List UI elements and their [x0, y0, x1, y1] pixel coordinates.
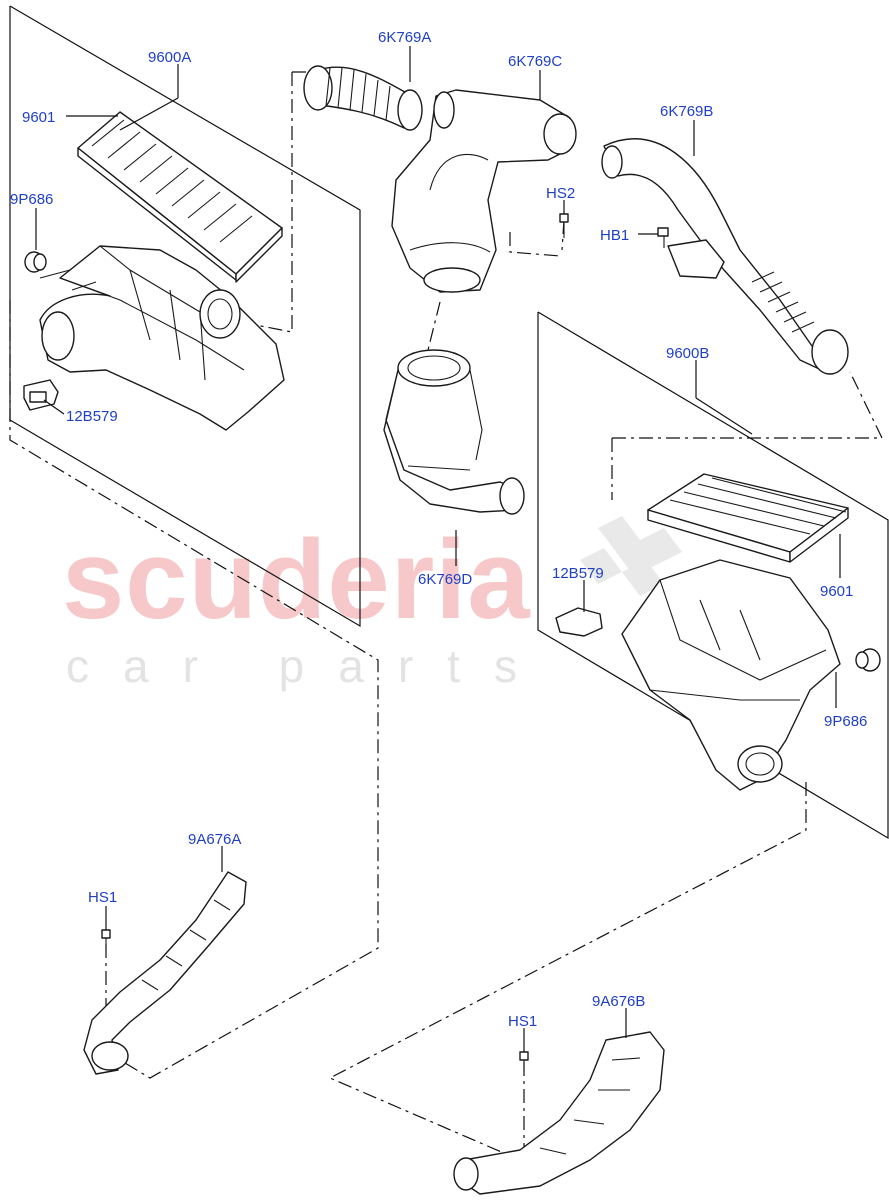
callout-12b579-right[interactable]: 12B579 — [552, 565, 604, 582]
callout-12b579-left[interactable]: 12B579 — [66, 408, 118, 425]
left-air-cleaner-housing[interactable] — [39, 245, 285, 431]
checker-flag-icon — [580, 516, 682, 596]
callout-9600a[interactable]: 9600A — [148, 49, 191, 66]
air-intake-duct-9a676b[interactable] — [453, 1031, 665, 1195]
right-air-cleaner-housing[interactable] — [621, 559, 841, 791]
left-assembly-frame — [9, 5, 361, 628]
callout-9p686-right[interactable]: 9P686 — [824, 713, 867, 730]
watermark-main: scuderia — [62, 517, 531, 642]
callout-9601-left[interactable]: 9601 — [22, 109, 55, 126]
screw-hs1-left[interactable] — [101, 929, 111, 950]
callout-9601-right[interactable]: 9601 — [820, 583, 853, 600]
right-sensor-12b579[interactable] — [555, 607, 603, 637]
right-air-filter-element[interactable] — [647, 473, 849, 563]
duct-6k769a[interactable] — [303, 65, 423, 131]
right-assembly-frame — [537, 311, 889, 840]
callout-9600b[interactable]: 9600B — [666, 345, 709, 362]
callout-6k769d[interactable]: 6K769D — [418, 571, 472, 588]
callout-9a676b[interactable]: 9A676B — [592, 993, 645, 1010]
routing-lines — [9, 71, 883, 1161]
callout-6k769c[interactable]: 6K769C — [508, 53, 562, 70]
right-grommet-9p686[interactable] — [855, 648, 881, 672]
callout-hs1-left[interactable]: HS1 — [88, 889, 117, 906]
leader-lines — [35, 46, 841, 1052]
callout-9p686-left[interactable]: 9P686 — [10, 191, 53, 208]
callout-labels: 9600A 9601 9P686 12B579 6K769A 6K769C 6K… — [10, 29, 867, 1030]
callout-6k769a[interactable]: 6K769A — [378, 29, 431, 46]
left-air-filter-element[interactable] — [77, 111, 283, 283]
callout-hs1-right[interactable]: HS1 — [508, 1013, 537, 1030]
duct-6k769d[interactable] — [383, 349, 525, 515]
callout-hs2[interactable]: HS2 — [546, 185, 575, 202]
watermark-sub: car parts — [66, 640, 551, 692]
screw-hs1-right[interactable] — [519, 1051, 529, 1072]
watermark: scuderia car parts — [62, 516, 682, 692]
air-intake-duct-9a676a[interactable] — [83, 871, 247, 1075]
callout-6k769b[interactable]: 6K769B — [660, 103, 713, 120]
resonator-6k769c[interactable] — [391, 89, 577, 293]
callout-hb1[interactable]: HB1 — [600, 227, 629, 244]
left-grommet-9p686[interactable] — [24, 251, 47, 273]
duct-6k769b[interactable] — [601, 138, 849, 375]
callout-9a676a[interactable]: 9A676A — [188, 831, 241, 848]
hose-clip-hb1[interactable] — [657, 227, 669, 248]
left-sensor-12b579[interactable] — [23, 379, 59, 411]
screw-hs2[interactable] — [559, 213, 569, 238]
